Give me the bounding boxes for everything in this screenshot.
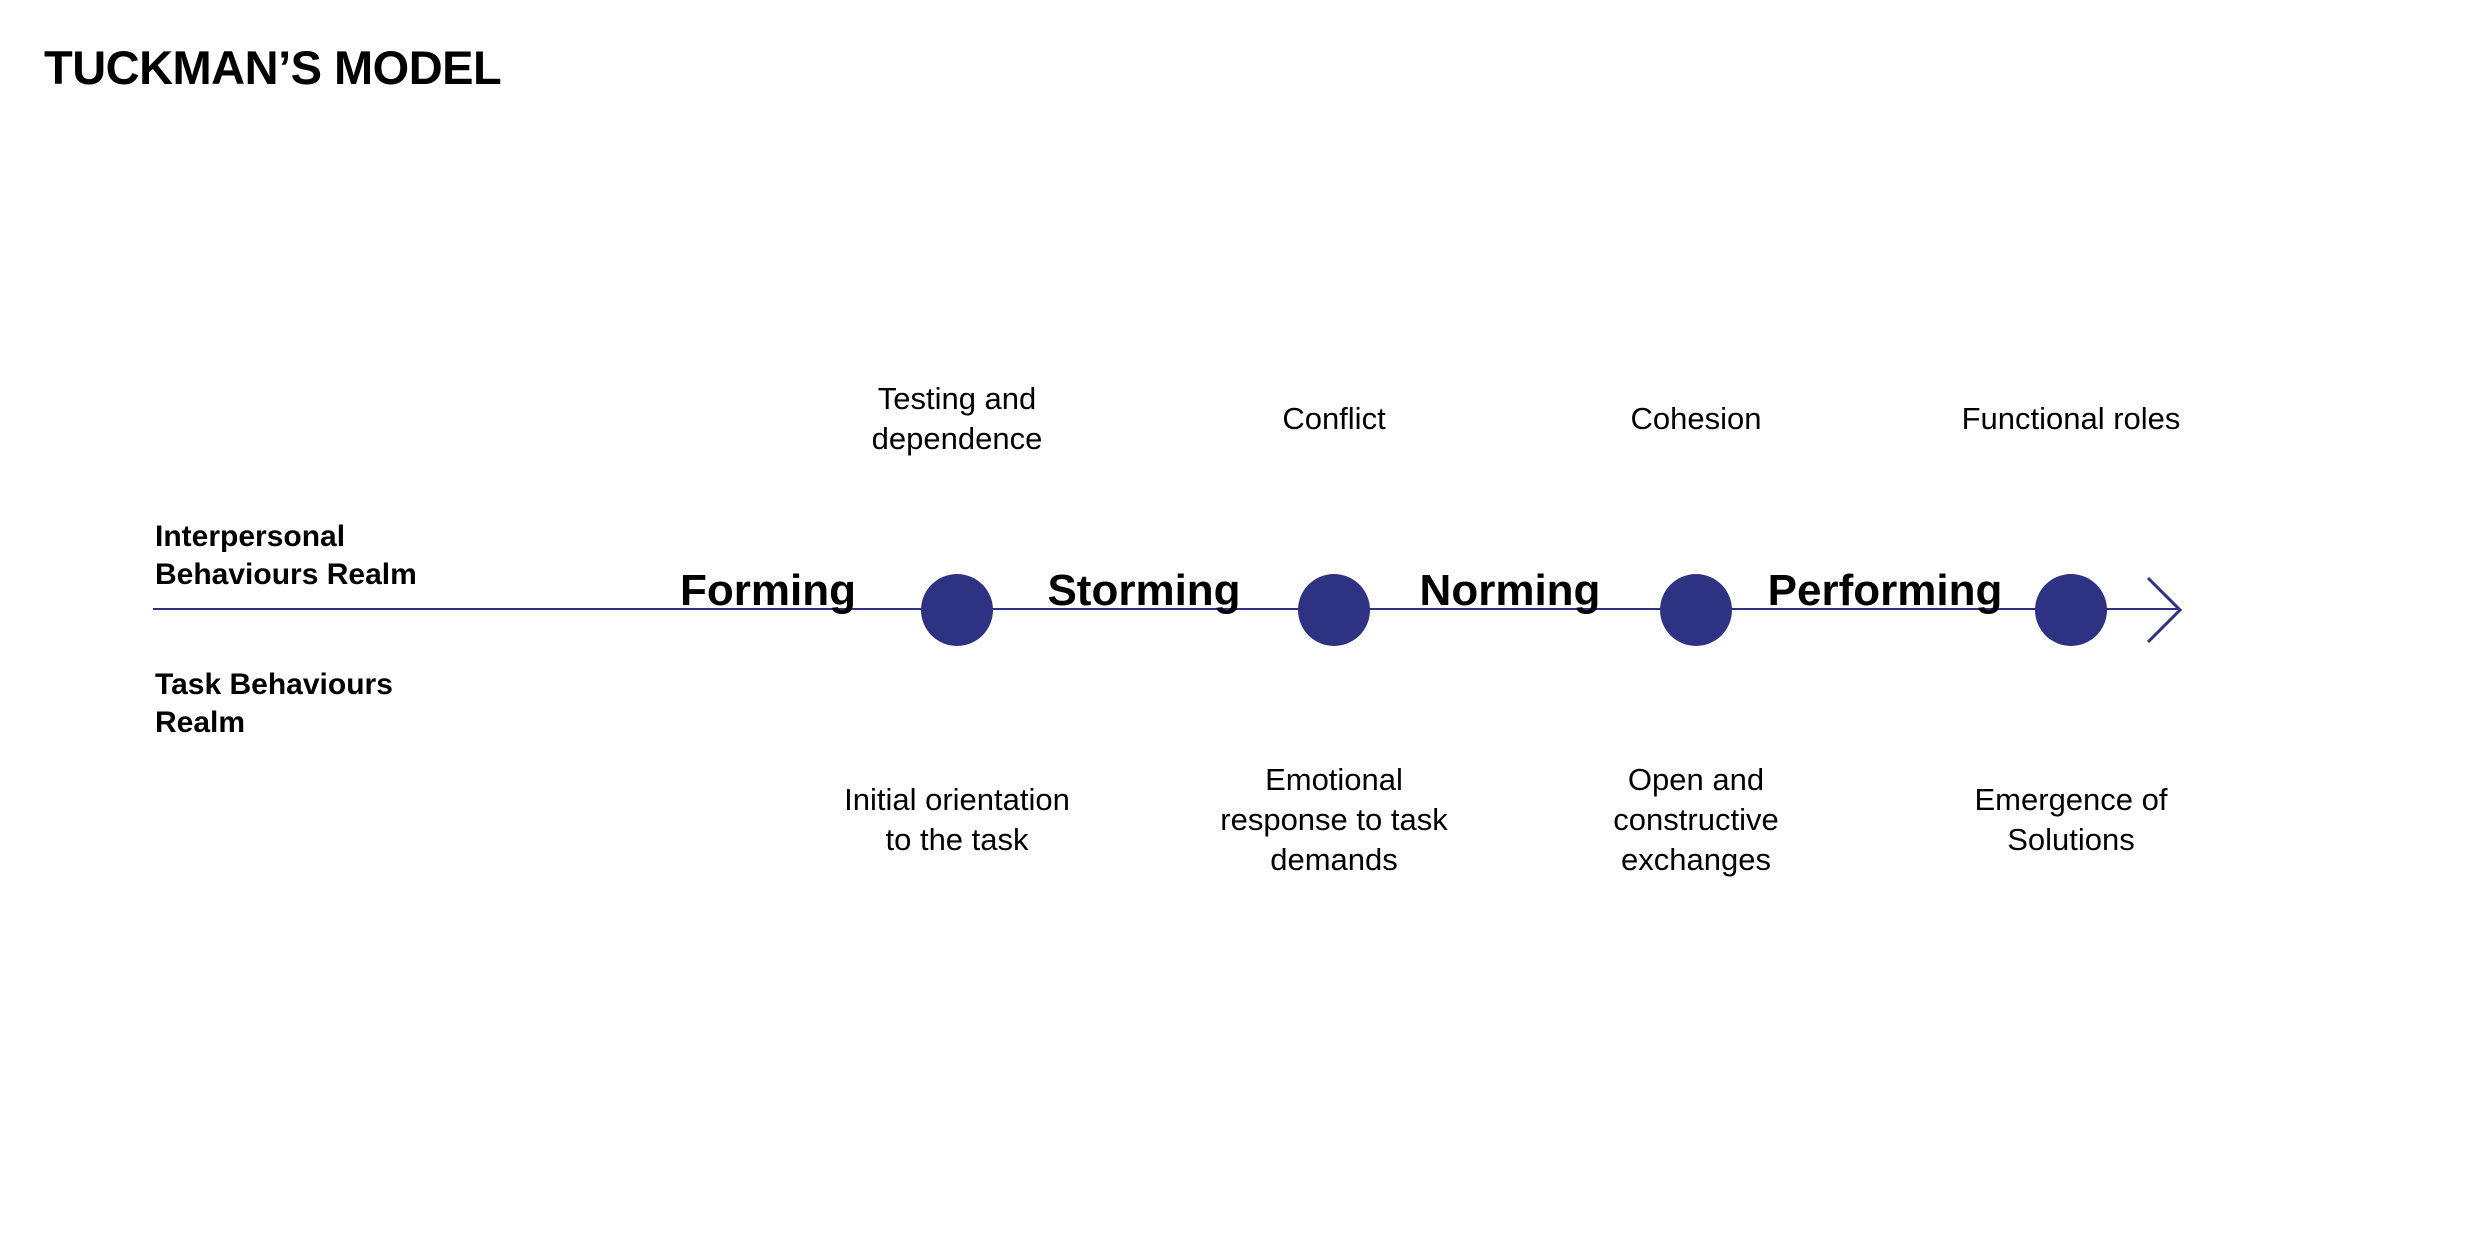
arrow-right-icon [2146, 576, 2183, 644]
stage-node-norming [1660, 574, 1732, 646]
interpersonal-realm-label: Interpersonal Behaviours Realm [155, 520, 417, 591]
interpersonal-label-forming: Testing and dependence [871, 381, 1043, 456]
stage-node-storming [1298, 574, 1370, 646]
stage-node-performing [2035, 574, 2107, 646]
interpersonal-label-performing: Functional roles [1961, 401, 2181, 437]
task-label-forming: Initial orientation to the task [844, 782, 1070, 857]
task-realm-label: Task Behaviours Realm [155, 668, 393, 739]
interpersonal-label-norming: Cohesion [1630, 401, 1762, 437]
stage-name-norming: Norming [1419, 566, 1601, 615]
stage-name-forming: Forming [680, 566, 856, 615]
task-label-performing: Emergence of Solutions [1974, 782, 2168, 857]
task-label-storming: Emotional response to task demands [1220, 762, 1448, 877]
page-title: TUCKMAN’S MODEL [44, 41, 502, 94]
task-label-norming: Open and constructive exchanges [1613, 762, 1779, 877]
timeline-axis [153, 608, 2180, 610]
stage-name-storming: Storming [1047, 566, 1241, 615]
stage-name-performing: Performing [1767, 566, 2003, 615]
stage-node-forming [921, 574, 993, 646]
interpersonal-label-storming: Conflict [1282, 401, 1386, 437]
